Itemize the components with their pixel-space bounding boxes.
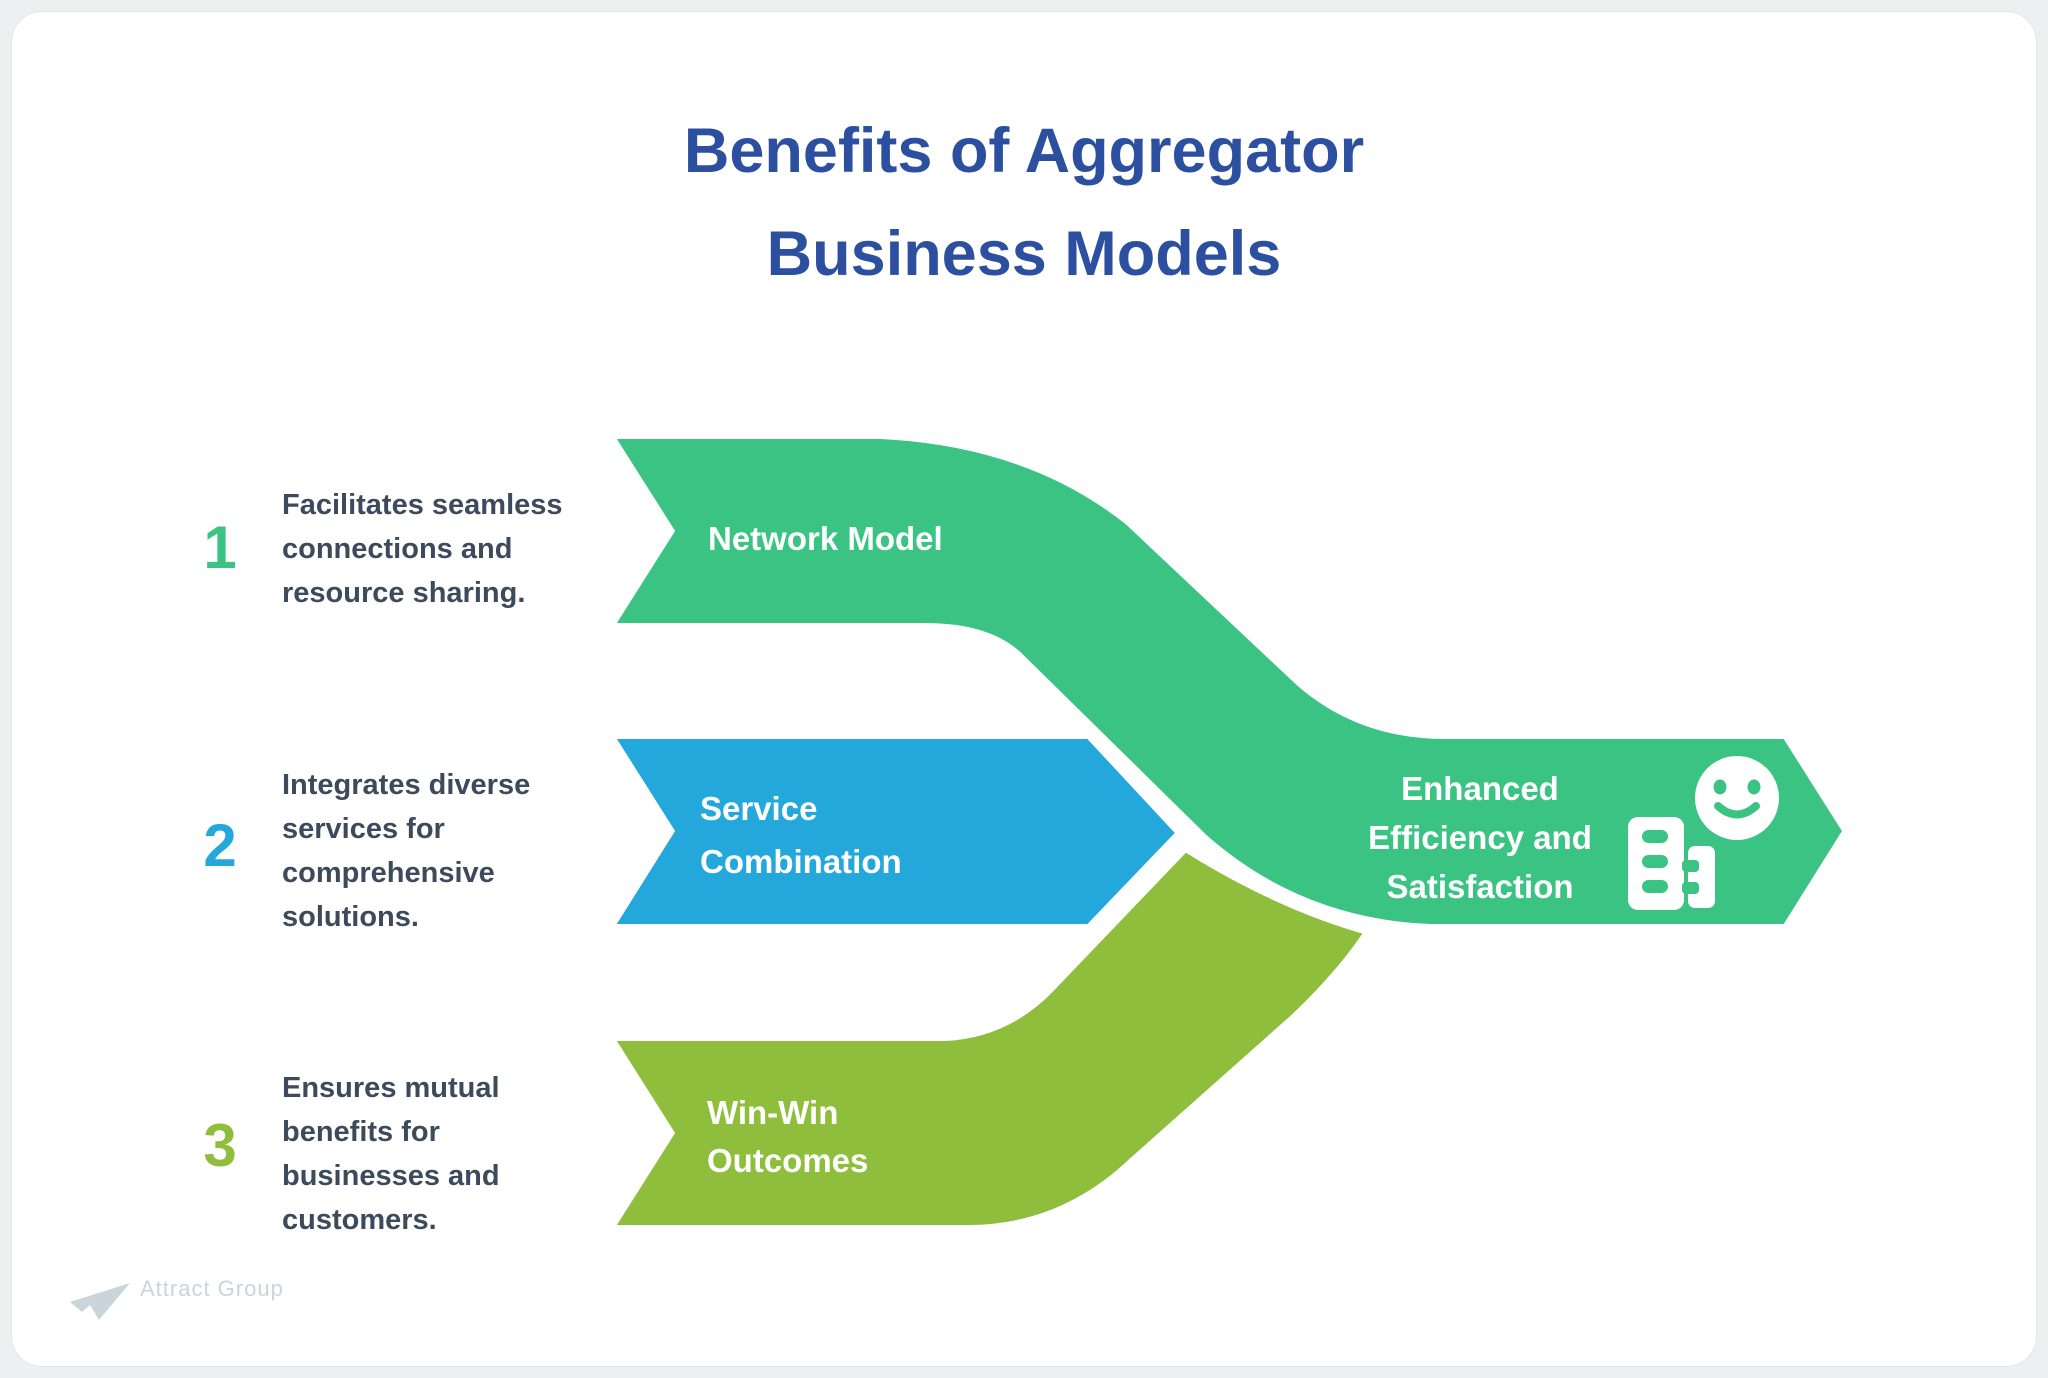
item-1-line-3: resource sharing. [282, 577, 526, 609]
item-3-line-4: customers. [282, 1204, 437, 1236]
service-combination-label: Service Combination [700, 782, 902, 888]
outcome-label-line-2: Efficiency and [1368, 819, 1592, 856]
item-2-line-3: comprehensive [282, 857, 495, 889]
page-title: Benefits of Aggregator Business Models [0, 100, 2048, 306]
network-model-label-line: Network Model [708, 520, 943, 557]
item-1-line-1: Facilitates seamless [282, 489, 563, 521]
item-3-line-1: Ensures mutual [282, 1072, 500, 1104]
title-line-2: Business Models [766, 219, 1282, 289]
smiley-icon [1695, 756, 1779, 840]
win-win-outcomes-band [595, 837, 1382, 1237]
item-3-text: Ensures mutual benefits for businesses a… [282, 1066, 500, 1242]
item-1-line-2: connections and [282, 533, 513, 565]
brand-logo-text: Attract Group [140, 1276, 284, 1301]
winwin-label-line-1: Win-Win [707, 1094, 839, 1131]
title-line-1: Benefits of Aggregator [683, 116, 1365, 186]
service-label-line-1: Service [700, 790, 818, 827]
winwin-label-line-2: Outcomes [707, 1142, 869, 1179]
service-label-line-2: Combination [700, 843, 902, 880]
network-model-label: Network Model [708, 519, 943, 559]
item-2-text: Integrates diverse services for comprehe… [282, 763, 530, 939]
item-3-line-2: benefits for [282, 1116, 440, 1148]
item-2-line-4: solutions. [282, 901, 419, 933]
network-model-band [595, 427, 1857, 936]
item-3-number: 3 [203, 1112, 237, 1179]
item-1-text: Facilitates seamless connections and res… [282, 483, 563, 615]
item-3-line-3: businesses and [282, 1160, 500, 1192]
outcome-label-line-3: Satisfaction [1386, 868, 1574, 905]
paper-plane-icon [70, 1283, 130, 1320]
item-2-line-2: services for [282, 813, 445, 845]
item-2-line-1: Integrates diverse [282, 769, 531, 801]
outcome-label: Enhanced Efficiency and Satisfaction [1350, 764, 1610, 911]
win-win-outcomes-label: Win-Win Outcomes [707, 1089, 868, 1185]
item-1-number: 1 [203, 514, 237, 581]
buildings-icon [1628, 817, 1715, 910]
item-2-number: 2 [203, 812, 237, 879]
outcome-label-line-1: Enhanced [1401, 770, 1559, 807]
